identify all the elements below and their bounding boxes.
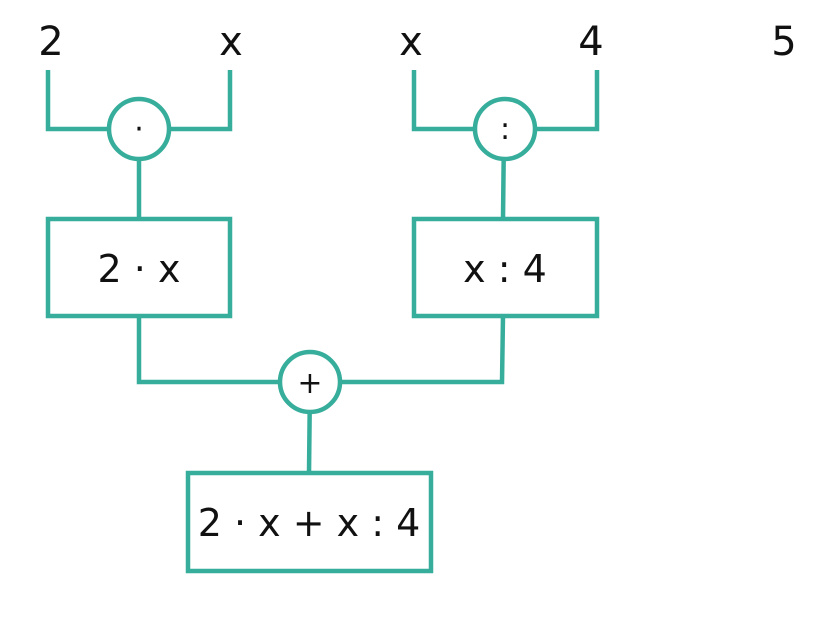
input-5: 5 [771,19,796,65]
add-operator: + [297,366,322,401]
divide-operator: : [500,112,510,147]
input-4: 4 [578,19,603,65]
result-right-text: x : 4 [463,247,547,291]
result-box-left [45,216,233,319]
result-final-text: 2 · x + x : 4 [198,501,421,545]
input-x-right: x [399,19,423,65]
add-node [277,349,343,415]
multiply-node [106,96,172,162]
result-box-final [185,470,434,574]
result-box-right [411,216,600,319]
input-x-left: x [219,19,243,65]
input-2: 2 [38,19,63,65]
divide-node [472,96,538,162]
result-left-text: 2 · x [98,247,181,291]
multiply-operator: · [134,112,144,147]
